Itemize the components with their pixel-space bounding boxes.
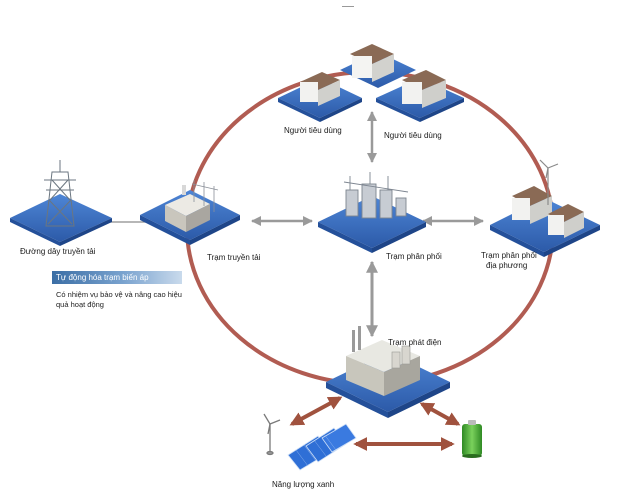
label-transmission-station: Trạm truyền tải: [207, 253, 261, 262]
battery-icon: [462, 420, 482, 458]
house-icon: [548, 204, 584, 238]
callout-description: Có nhiệm vụ bảo vệ và nâng cao hiệu quả …: [56, 290, 182, 309]
label-consumer-right: Người tiêu dùng: [384, 131, 442, 140]
transmission-station-node: [140, 180, 240, 245]
distribution-station-node: [318, 172, 426, 253]
wind-turbine-icon: [539, 159, 559, 205]
consumers-node: [278, 44, 464, 122]
arrow-plant-battery: [419, 402, 461, 426]
label-consumer-left: Người tiêu dùng: [284, 126, 342, 135]
top-dash: [342, 6, 354, 7]
wind-turbine-icon: [263, 413, 281, 456]
label-power-plant: Trạm phát điện: [388, 338, 442, 347]
building-icon: [346, 326, 420, 396]
tower-icon: [44, 160, 76, 227]
house-icon: [512, 186, 552, 224]
substation-icon: [165, 180, 219, 232]
house-icon: [402, 70, 446, 108]
label-local-distribution-2: địa phương: [486, 261, 528, 270]
house-icon: [350, 44, 394, 82]
label-distribution-station: Trạm phân phối: [386, 252, 442, 261]
local-distribution-node: [490, 159, 600, 257]
arrow-plant-wind: [289, 396, 343, 426]
house-icon: [300, 72, 340, 106]
substation-icon: [343, 172, 409, 219]
callout-title: Tự động hóa trạm biến áp: [52, 271, 182, 284]
label-green-energy: Năng lượng xanh: [272, 480, 335, 489]
power-plant-node: [326, 326, 450, 418]
label-local-distribution-1: Trạm phân phối: [481, 251, 537, 260]
label-transmission-line: Đường dây truyền tải: [20, 247, 96, 256]
transmission-line-node: [10, 160, 112, 246]
solar-panel-icon: [287, 423, 357, 471]
